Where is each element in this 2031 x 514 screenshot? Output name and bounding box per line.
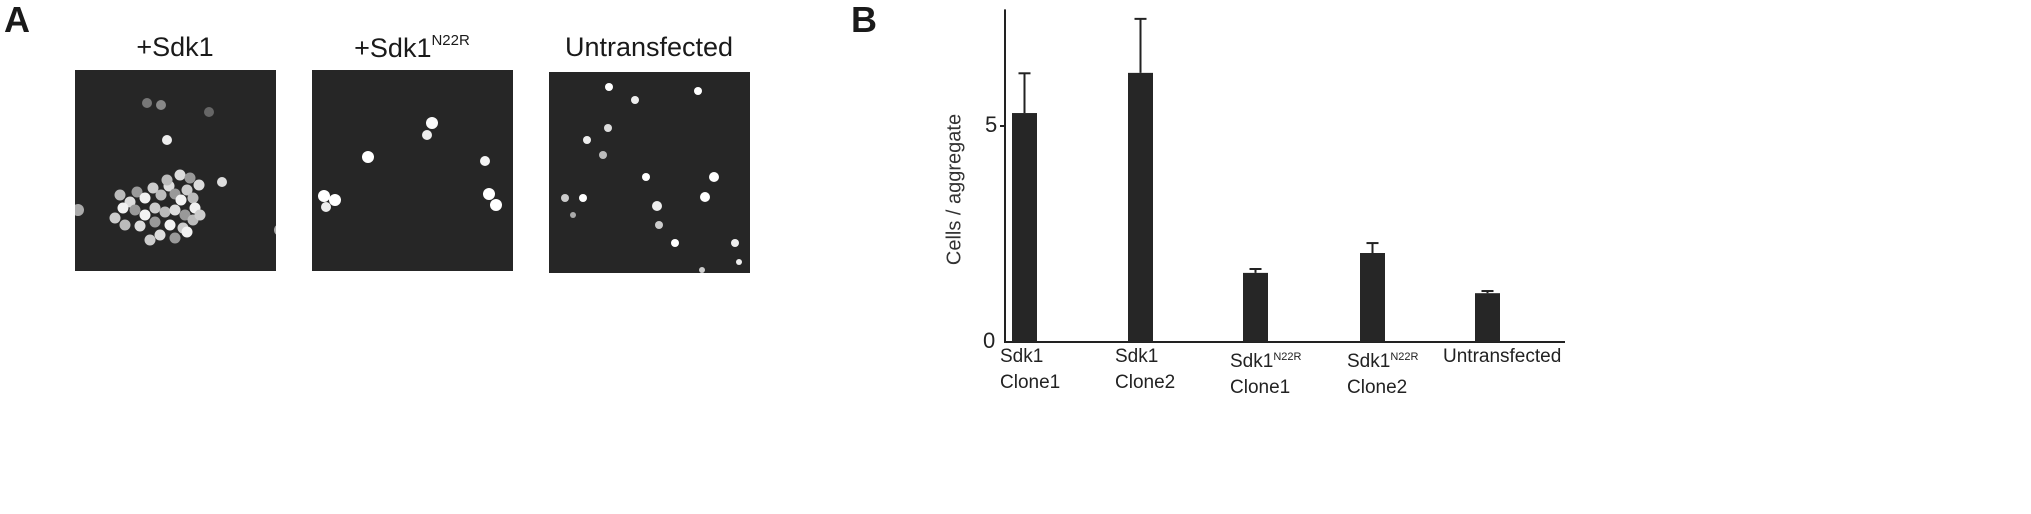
image-title-sdk1: +Sdk1: [45, 32, 305, 63]
x-label-line2: Clone2: [1115, 372, 1176, 393]
cell: [142, 98, 152, 108]
cell: [179, 209, 191, 221]
cell: [131, 186, 143, 198]
cell: [139, 209, 151, 221]
cell: [480, 156, 490, 166]
cell: [144, 234, 156, 246]
cell: [642, 173, 650, 181]
cell: [162, 135, 172, 145]
x-label-line1: Sdk1: [1347, 351, 1391, 372]
cell: [129, 204, 141, 216]
x-tick-label: Sdk1N22R Clone1: [1230, 344, 1301, 401]
cell: [109, 212, 121, 224]
cell: [181, 226, 193, 238]
x-label-line1: Sdk1: [1230, 351, 1274, 372]
bar: [1128, 72, 1153, 342]
image-title-untransfected: Untransfected: [519, 32, 779, 63]
cell: [583, 136, 591, 144]
title-text: +Sdk1: [354, 33, 432, 63]
x-label-line2: Clone1: [1000, 372, 1061, 393]
x-label-line1: Sdk1: [1000, 346, 1044, 367]
title-superscript: N22R: [431, 32, 470, 49]
cell: [694, 87, 702, 95]
cell: [274, 225, 276, 235]
cell: [321, 202, 331, 212]
cell: [114, 189, 126, 201]
bar: [1360, 253, 1385, 342]
cell: [194, 209, 206, 221]
x-label-superscript: N22R: [1273, 351, 1302, 363]
x-label-line2: Clone1: [1230, 377, 1291, 398]
cell: [605, 83, 613, 91]
x-label-line1: Sdk1: [1115, 346, 1159, 367]
cell: [181, 184, 193, 196]
cell: [422, 130, 432, 140]
cell: [736, 259, 742, 265]
x-label-line2: Clone2: [1347, 377, 1408, 398]
cell: [671, 239, 679, 247]
cell: [187, 192, 199, 204]
cell: [169, 204, 181, 216]
cell: [731, 239, 739, 247]
cell: [204, 107, 214, 117]
x-tick-label: Untransfected: [1443, 344, 1561, 370]
cell: [426, 117, 438, 129]
cell: [579, 194, 587, 202]
cell: [561, 194, 569, 202]
cell: [599, 151, 607, 159]
cell: [700, 192, 710, 202]
x-label-line1: Untransfected: [1443, 346, 1562, 367]
cell: [117, 202, 129, 214]
cell: [156, 100, 166, 110]
cell: [175, 194, 187, 206]
cell: [147, 182, 159, 194]
cell: [149, 216, 161, 228]
cell: [119, 219, 131, 231]
cell: [154, 229, 166, 241]
cell: [709, 172, 719, 182]
cell: [155, 189, 167, 201]
bar: [1243, 272, 1268, 342]
y-tick-5: 5: [985, 112, 998, 137]
bar: [1012, 113, 1037, 342]
cell: [483, 188, 495, 200]
cell: [655, 221, 663, 229]
cell: [490, 199, 502, 211]
x-label-superscript: N22R: [1390, 351, 1419, 363]
cell: [161, 174, 173, 186]
x-tick-label: Sdk1N22R Clone2: [1347, 344, 1418, 401]
bar: [1475, 293, 1500, 342]
cell: [149, 202, 161, 214]
cell: [134, 220, 146, 232]
y-tick-0: 0: [983, 328, 996, 353]
micrograph-sdk1-n22r: [312, 70, 513, 271]
cell: [604, 124, 612, 132]
cell: [570, 212, 576, 218]
cell: [362, 151, 374, 163]
cell: [75, 204, 84, 216]
cell: [318, 190, 330, 202]
micrograph-untransfected: [549, 72, 750, 273]
title-text: Untransfected: [564, 32, 734, 62]
image-title-sdk1-n22r: +Sdk1N22R: [282, 32, 542, 64]
panel-b-label: B: [851, 0, 877, 40]
cell: [169, 232, 181, 244]
cell: [631, 96, 639, 104]
cell: [652, 201, 662, 211]
title-text: +Sdk1: [136, 32, 214, 62]
cell: [174, 169, 186, 181]
panel-a-label: A: [4, 0, 30, 40]
micrograph-sdk1: [75, 70, 276, 271]
cell: [184, 172, 196, 184]
cell: [699, 267, 705, 273]
cell: [217, 177, 227, 187]
cell: [159, 206, 171, 218]
cell: [193, 179, 205, 191]
cell: [164, 219, 176, 231]
cell: [329, 194, 341, 206]
cell: [139, 192, 151, 204]
